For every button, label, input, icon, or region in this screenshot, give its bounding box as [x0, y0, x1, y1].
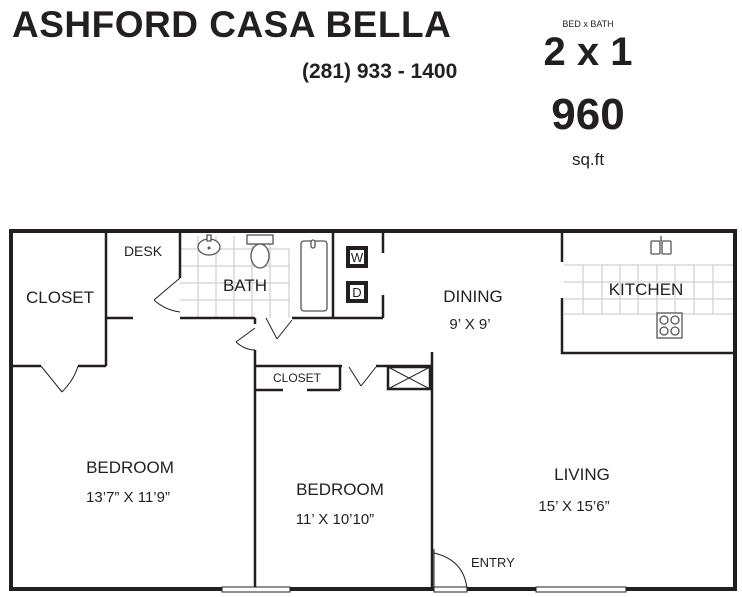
dryer-icon: D	[346, 281, 368, 303]
bed-bath-count: 2 x 1	[543, 30, 633, 74]
bathtub-icon	[300, 239, 328, 312]
desk-label: DESK	[124, 243, 163, 259]
square-feet-unit: sq.ft	[571, 150, 605, 169]
living-label: LIVING	[554, 465, 610, 484]
property-name: ASHFORD CASA BELLA	[12, 4, 452, 45]
kitchen-label: KITCHEN	[609, 280, 684, 299]
bed-bath-label: BED x BATH	[562, 19, 614, 29]
kitchen-tiles	[564, 264, 733, 315]
bedroom1-label: BEDROOM	[86, 458, 174, 477]
entry-label: ENTRY	[471, 555, 515, 570]
bedroom1-size: 13’7” X 11’9”	[86, 489, 170, 506]
washer-icon: W	[346, 246, 368, 268]
toilet-icon	[246, 234, 274, 269]
bedroom2-size: 11’ X 10’10”	[296, 511, 374, 528]
square-feet: 960	[551, 90, 625, 139]
dining-label: DINING	[443, 287, 503, 306]
windows	[221, 586, 627, 593]
closet-label: CLOSET	[26, 288, 94, 307]
door-swings	[40, 277, 468, 590]
exterior-wall	[9, 229, 737, 591]
small-closet-label: CLOSET	[273, 371, 322, 385]
stove-icon	[656, 312, 683, 339]
living-size: 15’ X 15’6”	[538, 498, 609, 515]
dryer-label: D	[352, 285, 361, 300]
washer-label: W	[351, 250, 364, 265]
kitchen-sink-icon	[650, 236, 672, 255]
phone-number: (281) 933 - 1400	[302, 60, 458, 83]
dining-size: 9’ X 9’	[449, 316, 490, 333]
bath-tiles	[180, 236, 290, 318]
bath-label: BATH	[223, 276, 267, 295]
sink-icon	[197, 234, 221, 256]
linen-closet	[386, 365, 432, 391]
bedroom2-label: BEDROOM	[296, 480, 384, 499]
